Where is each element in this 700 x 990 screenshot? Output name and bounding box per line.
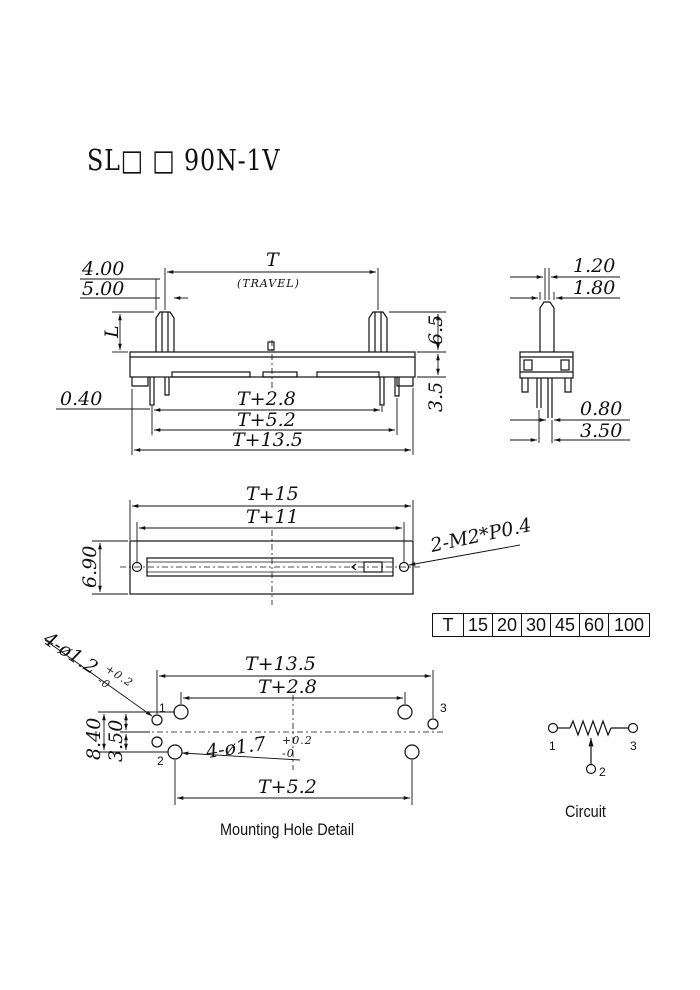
side-view: [129, 311, 416, 406]
dim-1-20: 1.20: [573, 255, 615, 277]
mount-dim-3-50: 3.50: [105, 720, 127, 762]
side-view-dimensions: [56, 268, 446, 455]
circuit-pin-1: 1: [549, 739, 556, 753]
circuit-pin-3: 3: [630, 739, 637, 753]
mount-dim-t-plus-5-2: T+5.2: [258, 776, 317, 798]
dim-5-00: 5.00: [82, 278, 124, 300]
mount-pin-2: 2: [157, 754, 164, 768]
dim-6-5: 6.5: [425, 315, 447, 345]
mount-pin-3: 3: [440, 701, 447, 715]
travel-value: 30: [521, 613, 551, 637]
dim-t-plus-2-8: T+2.8: [237, 388, 296, 410]
dim-l: L: [101, 325, 123, 339]
dim-t-plus-5-2: T+5.2: [237, 409, 296, 431]
top-view: [120, 530, 420, 605]
circuit-pin-2: 2: [599, 765, 606, 779]
dim-0-80: 0.80: [580, 398, 622, 420]
travel-value: 15: [463, 613, 493, 637]
dim-travel-label: (TRAVEL): [237, 277, 300, 290]
hole-small-tol-minus: -0: [95, 674, 113, 692]
dim-6-90: 6.90: [79, 546, 101, 588]
hole-large-tol-plus: +0.2: [282, 734, 313, 747]
mount-dim-8-40: 8.40: [83, 718, 105, 760]
travel-table: T 15 20 30 45 60 100: [432, 613, 650, 637]
dim-1-80: 1.80: [573, 277, 615, 299]
top-view-dimensions: [92, 500, 521, 595]
travel-value: 20: [492, 613, 522, 637]
part-number-title: SL□ □ 90N-1V: [87, 143, 281, 177]
dim-t-plus-11: T+11: [246, 506, 299, 528]
travel-value: 45: [550, 613, 580, 637]
hole-large-tol-minus: -0: [282, 747, 295, 760]
dim-t-plus-15: T+15: [246, 483, 299, 505]
end-view-dimensions: [510, 268, 630, 443]
dim-3-50: 3.50: [580, 420, 622, 442]
travel-table-header: T: [432, 613, 464, 637]
potentiometer-circuit: [547, 719, 639, 775]
mount-dim-t-plus-13-5: T+13.5: [245, 653, 316, 675]
dim-t-plus-13-5: T+13.5: [232, 429, 303, 451]
mount-pin-1: 1: [159, 701, 166, 715]
mounting-dimensions: [44, 639, 434, 805]
end-view: [519, 301, 574, 418]
dim-0-40: 0.40: [60, 388, 102, 410]
travel-table-row: T 15 20 30 45 60 100: [432, 613, 650, 637]
dim-3-5: 3.5: [425, 382, 447, 412]
dim-travel-t: T: [266, 249, 280, 271]
circuit-caption: Circuit: [565, 802, 606, 821]
travel-value: 60: [579, 613, 609, 637]
hole-small-label: 4-ø1.2: [38, 627, 101, 679]
dim-4-00: 4.00: [81, 258, 124, 280]
travel-value: 100: [608, 613, 650, 637]
mounting-caption: Mounting Hole Detail: [220, 820, 355, 839]
hole-small-callout: 4-ø1.2 +0.2 -0: [38, 627, 135, 692]
mount-dim-t-plus-2-8: T+2.8: [258, 676, 317, 698]
hole-large-callout: 4-ø1.7 +0.2 -0: [204, 733, 313, 763]
screw-note: 2-M2*P0.4: [427, 514, 533, 557]
hole-large-label: 4-ø1.7: [204, 733, 269, 763]
